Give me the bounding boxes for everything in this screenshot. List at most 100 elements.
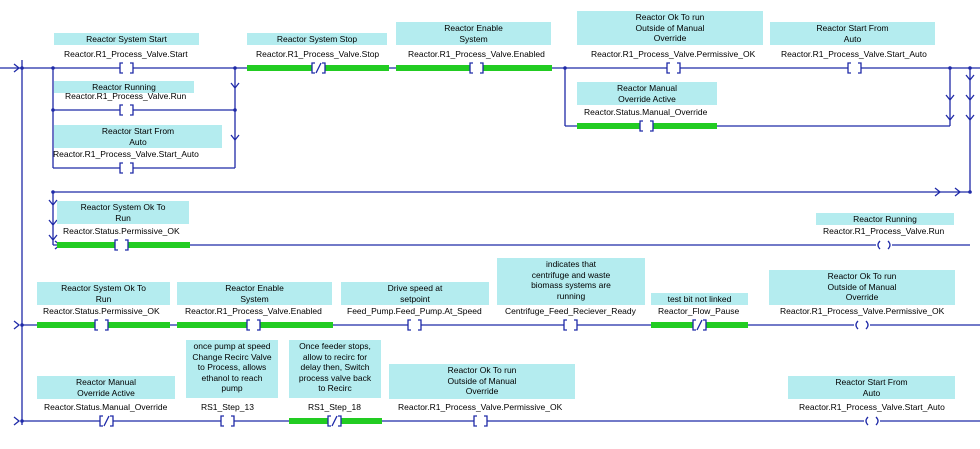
chevron-down-icon xyxy=(230,134,240,142)
instruction-tag: Reactor.R1_Process_Valve.Permissive_OK xyxy=(591,49,756,59)
chevron-down-icon xyxy=(48,199,58,207)
contact-xic-rungs-2-instructions-2[interactable] xyxy=(407,319,422,331)
junction-dot xyxy=(563,66,567,70)
chevron-down-icon xyxy=(48,234,58,242)
energized-wire xyxy=(177,322,247,328)
energized-wire xyxy=(577,123,640,129)
chevron-right-icon xyxy=(954,187,962,197)
contact-xio-rungs-3-instructions-0[interactable] xyxy=(99,415,114,427)
contact-xic-rungs-0-branches-2[interactable] xyxy=(639,120,654,132)
instruction-tag: Reactor.R1_Process_Valve.Start_Auto xyxy=(781,49,927,59)
instruction-description: Reactor Ok To run Outside of Manual Over… xyxy=(389,364,575,399)
instruction-tag: Reactor.R1_Process_Valve.Start_Auto xyxy=(53,149,199,159)
junction-dot xyxy=(20,419,24,423)
contact-xic-rungs-2-instructions-0[interactable] xyxy=(94,319,109,331)
contact-xic-rungs-3-instructions-1[interactable] xyxy=(220,415,235,427)
contact-xic-rungs-2-instructions-3[interactable] xyxy=(563,319,578,331)
junction-dot xyxy=(233,66,237,70)
contact-xic-rungs-0-instructions-0[interactable] xyxy=(119,62,134,74)
contact-xic-rungs-0-instructions-3[interactable] xyxy=(666,62,681,74)
contact-xio-rungs-0-instructions-1[interactable] xyxy=(311,62,326,74)
junction-dot xyxy=(233,108,237,112)
junction-dot xyxy=(968,66,972,70)
chevron-down-icon xyxy=(48,219,58,227)
instruction-tag: Reactor.R1_Process_Valve.Start_Auto xyxy=(799,402,945,412)
instruction-description: Drive speed at setpoint xyxy=(341,282,489,305)
instruction-description: Reactor Start From Auto xyxy=(770,22,935,45)
instruction-tag: Reactor.Status.Manual_Override xyxy=(44,402,168,412)
chevron-right-icon xyxy=(934,187,942,197)
chevron-right-icon xyxy=(13,416,21,426)
contact-xic-rungs-0-instructions-2[interactable] xyxy=(469,62,484,74)
chevron-down-icon xyxy=(945,114,955,122)
instruction-tag: RS1_Step_18 xyxy=(308,402,361,412)
junction-dot xyxy=(51,108,55,112)
instruction-tag: Reactor.R1_Process_Valve.Run xyxy=(823,226,945,236)
instruction-tag: Reactor.R1_Process_Valve.Start xyxy=(64,49,188,59)
chevron-right-icon xyxy=(13,63,21,73)
energized-wire xyxy=(247,65,312,71)
instruction-description: Once feeder stops, allow to recirc for d… xyxy=(289,340,381,398)
energized-wire xyxy=(57,242,115,248)
chevron-down-icon xyxy=(945,94,955,102)
contact-xic-rungs-0-branches-1[interactable] xyxy=(119,162,134,174)
instruction-tag: RS1_Step_13 xyxy=(201,402,254,412)
coil-ote-rungs-2-output[interactable] xyxy=(854,320,870,330)
instruction-description: Reactor System Stop xyxy=(247,33,387,45)
coil-ote-rungs-1-output[interactable] xyxy=(876,240,892,250)
instruction-description: once pump at speed Change Recirc Valve t… xyxy=(186,340,278,398)
instruction-tag: Centrifuge_Feed_Reciever_Ready xyxy=(505,306,636,316)
energized-wire xyxy=(37,322,95,328)
instruction-tag: Reactor.R1_Process_Valve.Stop xyxy=(256,49,380,59)
contact-xio-rungs-2-instructions-4[interactable] xyxy=(692,319,707,331)
energized-wire xyxy=(483,65,552,71)
junction-dot xyxy=(968,190,972,194)
contact-xio-rungs-3-instructions-2[interactable] xyxy=(327,415,342,427)
energized-wire xyxy=(289,418,328,424)
instruction-description: Reactor System Start xyxy=(54,33,199,45)
instruction-tag: Feed_Pump.Feed_Pump.At_Speed xyxy=(347,306,482,316)
instruction-tag: Reactor.R1_Process_Valve.Permissive_OK xyxy=(780,306,945,316)
instruction-tag: Reactor.Status.Permissive_OK xyxy=(43,306,160,316)
junction-dot xyxy=(948,66,952,70)
junction-dot xyxy=(20,66,24,70)
junction-dot xyxy=(51,190,55,194)
chevron-right-icon xyxy=(13,320,21,330)
coil-ote-rungs-3-output[interactable] xyxy=(864,416,880,426)
contact-xic-rungs-2-instructions-1[interactable] xyxy=(246,319,261,331)
energized-wire xyxy=(396,65,470,71)
instruction-description: indicates that centrifuge and waste biom… xyxy=(497,258,645,305)
junction-dot xyxy=(20,323,24,327)
instruction-description: Reactor Start From Auto xyxy=(54,125,222,148)
energized-wire xyxy=(325,65,389,71)
instruction-description: Reactor Manual Override Active xyxy=(577,82,717,105)
energized-wire xyxy=(653,123,717,129)
contact-xic-rungs-0-instructions-4[interactable] xyxy=(847,62,862,74)
instruction-tag: Reactor.Status.Permissive_OK xyxy=(63,226,180,236)
chevron-down-icon xyxy=(965,74,975,82)
contact-xic-rungs-1-instructions-0[interactable] xyxy=(114,239,129,251)
instruction-description: Reactor Enable System xyxy=(396,22,551,45)
instruction-tag: Reactor.R1_Process_Valve.Permissive_OK xyxy=(398,402,563,412)
instruction-description: Reactor Ok To run Outside of Manual Over… xyxy=(577,11,763,45)
energized-wire xyxy=(108,322,170,328)
instruction-description: Reactor Running xyxy=(54,81,194,93)
instruction-description: Reactor Ok To run Outside of Manual Over… xyxy=(769,270,955,305)
instruction-tag: Reactor.R1_Process_Valve.Enabled xyxy=(408,49,545,59)
energized-wire xyxy=(260,322,333,328)
instruction-description: Reactor Running xyxy=(816,213,954,225)
energized-wire xyxy=(128,242,190,248)
instruction-description: Reactor Manual Override Active xyxy=(37,376,175,399)
contact-xic-rungs-0-branches-0[interactable] xyxy=(119,104,134,116)
energized-wire xyxy=(341,418,382,424)
junction-dot xyxy=(51,66,55,70)
instruction-description: Reactor Enable System xyxy=(177,282,332,305)
chevron-down-icon xyxy=(230,82,240,90)
energized-wire xyxy=(706,322,748,328)
chevron-down-icon xyxy=(965,94,975,102)
instruction-description: test bit not linked xyxy=(651,293,748,305)
contact-xic-rungs-3-instructions-3[interactable] xyxy=(473,415,488,427)
instruction-description: Reactor System Ok To Run xyxy=(57,201,189,224)
energized-wire xyxy=(651,322,693,328)
